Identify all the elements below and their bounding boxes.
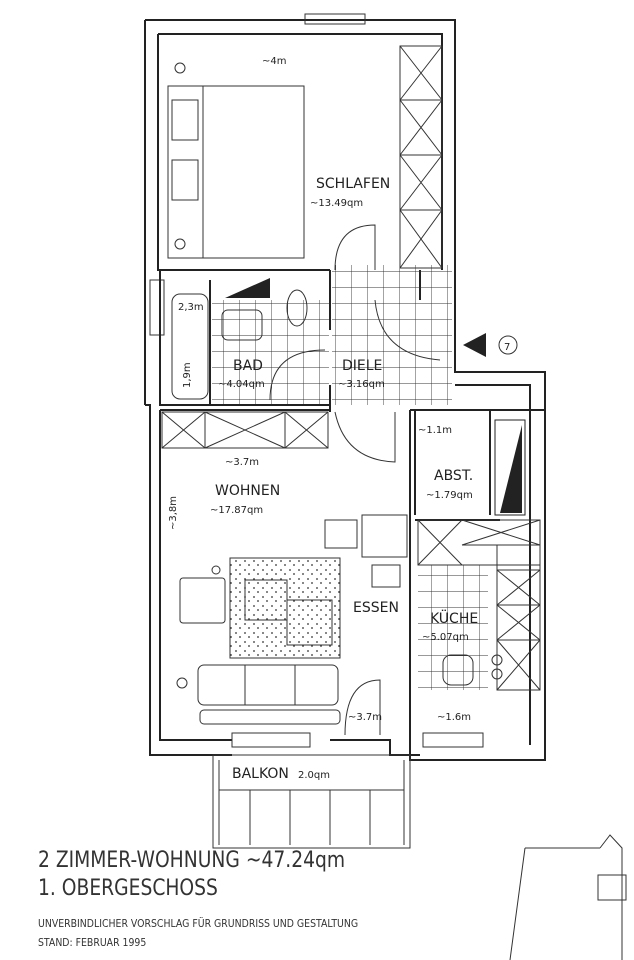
kueche-area: ~5.07qm [422,632,469,643]
bed [167,62,305,259]
window-wohnen [231,732,311,748]
bad-area: ~4.04qm [218,379,265,390]
plan-title: 2 ZIMMER-WOHNUNG ~47.24qm [38,848,346,873]
wohnen-label: WOHNEN [215,483,280,499]
schlafen-area: ~13.49qm [310,198,363,209]
entrance-marker: 7 [504,342,510,353]
chimney-shaft [500,425,522,513]
abst-label: ABST. [434,468,473,484]
bathtub-width: 2,3m [178,302,204,313]
abst-area: ~1.79qm [426,490,473,501]
interior-walls [159,270,545,740]
diele-area: ~3.16qm [338,379,385,390]
schlafen-label: SCHLAFEN [316,176,390,192]
balkon-label: BALKON [232,766,289,782]
wardrobe-schlafen [399,45,443,269]
diele-tiles [332,265,452,405]
bad-label: BAD [233,358,263,374]
wohnen-width: ~3.7m [225,457,259,468]
wardrobe-wohnen [161,411,329,449]
wohnen-width-bottom: ~3.7m [348,712,382,723]
kitchen-units [417,519,541,691]
kueche-label: KÜCHE [430,609,478,627]
entrance-arrow-icon [463,333,486,357]
kueche-tiles [418,565,488,690]
window-kueche [422,732,484,748]
wohnen-area: ~17.87qm [210,505,263,516]
diele-label: DIELE [342,358,382,374]
schlafen-width: ~4m [262,56,286,67]
essen-label: ESSEN [353,600,399,616]
wohnen-depth: ~3,8m [168,496,179,530]
kueche-width: ~1.6m [437,712,471,723]
toilet [286,289,308,327]
abst-width: ~1.1m [418,425,452,436]
balkon-area: 2.0qm [298,770,330,781]
window-bad [149,279,165,336]
bathtub [171,293,209,400]
doors [269,224,441,736]
bad-shaft [225,278,270,298]
living-furniture [176,514,408,725]
balcony [212,754,411,849]
bathtub-length: 1,9m [182,362,193,388]
washbasin [221,309,263,341]
disclaimer: UNVERBINDLICHER VORSCHLAG FÜR GRUNDRISS … [38,917,359,930]
date-stamp: STAND: FEBRUAR 1995 [38,936,147,949]
window-schlafen [304,13,366,25]
neighbour-outline [509,834,627,960]
floor-label: 1. OBERGESCHOSS [38,876,218,901]
bad-tiles [212,300,329,404]
entrance-marker-circle [498,335,518,355]
